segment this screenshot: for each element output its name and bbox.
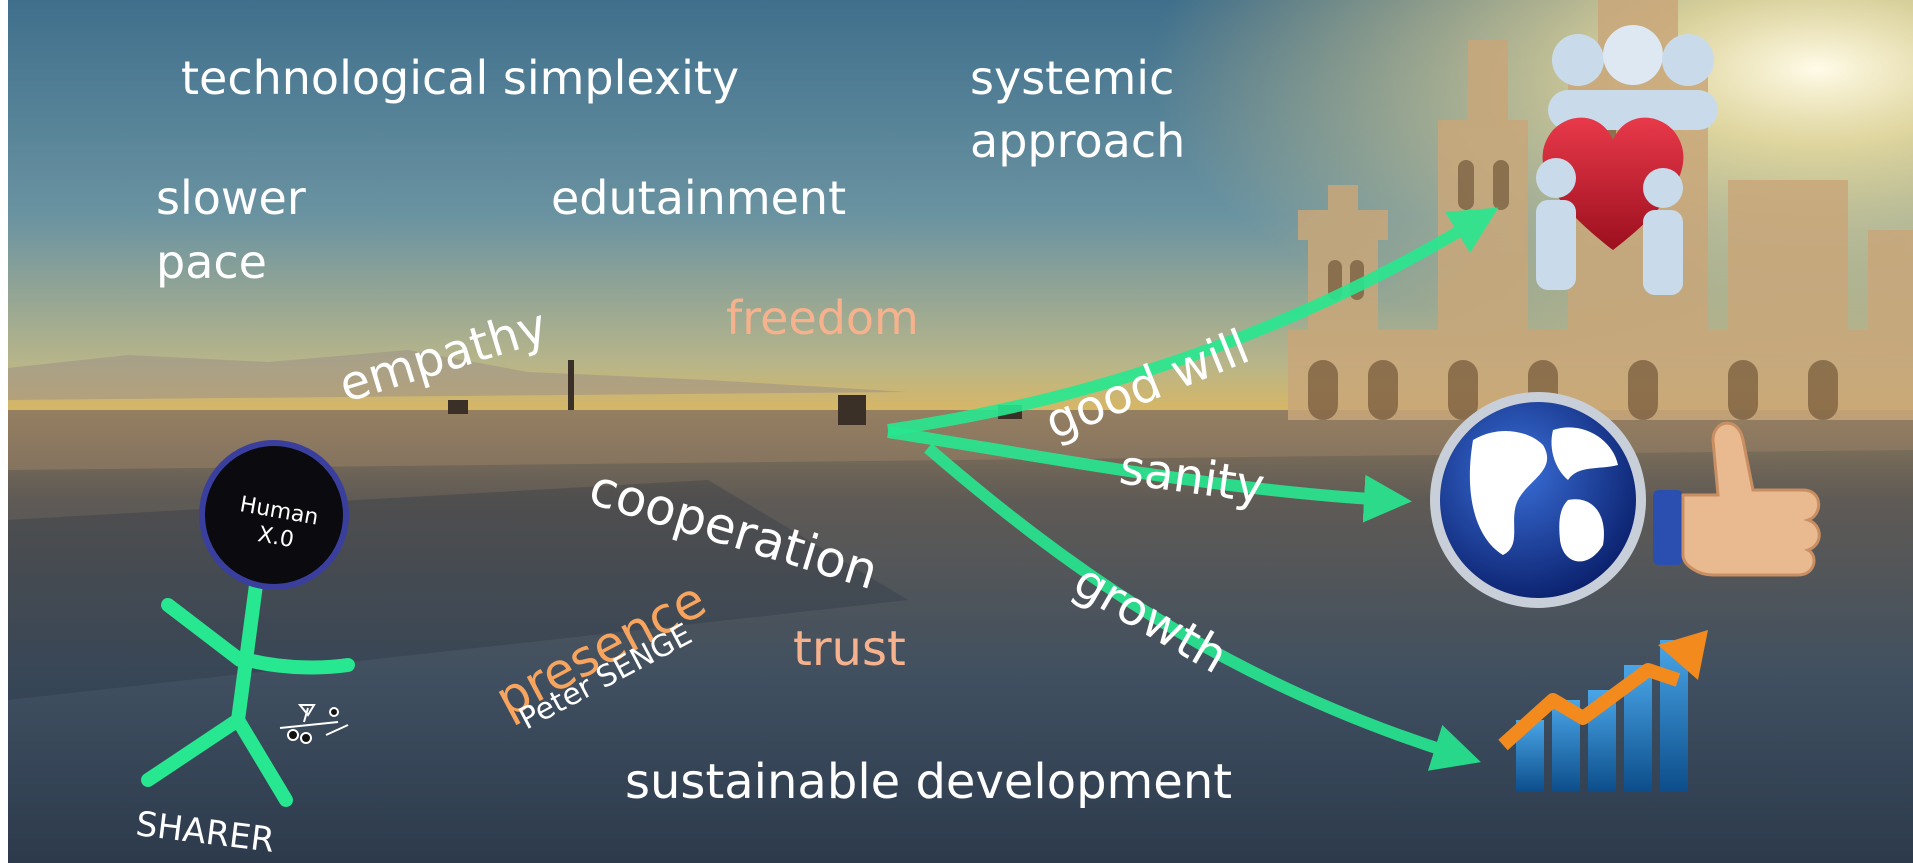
- sharer-figure: [141, 440, 355, 807]
- globe-icon: [1430, 392, 1646, 608]
- slower-text: slower: [156, 171, 306, 225]
- good-will-arrow: [887, 207, 1499, 436]
- slide: technological simplexity systemic approa…: [8, 0, 1913, 863]
- community-heart-icon: [1536, 25, 1718, 295]
- systemic-text: systemic: [970, 51, 1175, 105]
- figure-head: [199, 440, 349, 590]
- arrows-layer: [887, 207, 1499, 771]
- trust-text: trust: [793, 621, 906, 677]
- freedom-text: freedom: [726, 291, 919, 345]
- thumbs-up-icon: [1653, 421, 1821, 577]
- figure-arm-right: [241, 653, 355, 675]
- edutainment-text: edutainment: [551, 171, 847, 225]
- icons-layer: [1430, 25, 1821, 792]
- figure-body: [231, 578, 263, 727]
- figure-leg-right: [231, 713, 293, 807]
- approach-text: approach: [970, 114, 1186, 168]
- sanity-arrow: [887, 426, 1412, 523]
- scale-icon: [279, 704, 349, 744]
- figure-leg-left: [141, 713, 245, 787]
- technological-simplexity-text: technological simplexity: [181, 51, 740, 105]
- growth-arrow: [924, 443, 1481, 771]
- growth-chart-icon: [1498, 630, 1708, 792]
- sustainable-development-text: sustainable development: [625, 754, 1233, 810]
- pace-text: pace: [156, 235, 267, 289]
- figure-arm-left: [161, 598, 247, 667]
